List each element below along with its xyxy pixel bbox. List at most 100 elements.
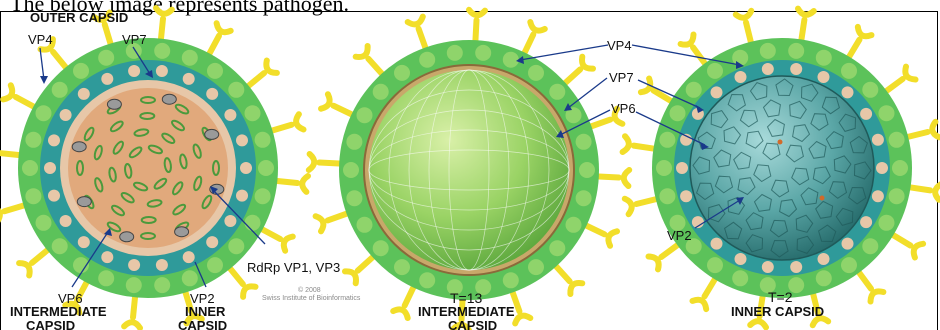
vp7-knob [732, 270, 748, 286]
vp4-spike [469, 10, 485, 45]
vp6-sphere [369, 70, 569, 270]
vp4-spike [625, 198, 661, 214]
credit-year: © 2008 [298, 286, 321, 294]
vp6-knob [790, 63, 802, 75]
vp7-knob [816, 270, 832, 286]
vp7-knob [879, 105, 895, 121]
vp4-spike [393, 283, 415, 318]
vp6-knob [101, 73, 113, 85]
label-vp7-p2: VP7 [609, 70, 634, 85]
vp6-knob [735, 253, 747, 265]
vp7-knob [475, 45, 491, 61]
vp4-spike [309, 154, 344, 170]
label-vp7-p1: VP7 [122, 32, 147, 47]
vp4-spike [156, 8, 172, 44]
vp4-spike [553, 263, 582, 294]
vp7-knob [889, 132, 905, 148]
vp4-spike [356, 46, 385, 77]
vp6-knob [676, 162, 688, 174]
vp6-knob [860, 216, 872, 228]
rdrp-complex [205, 129, 219, 139]
vp7-knob [419, 52, 435, 68]
vp7-knob [576, 190, 592, 206]
vp4-spike [321, 94, 356, 116]
vp7-knob [862, 82, 878, 98]
vp4-spike [562, 57, 593, 86]
vp6-knob [48, 134, 60, 146]
rdrp-complex [77, 197, 91, 207]
vp7-knob [373, 240, 389, 256]
vp7-knob [549, 84, 565, 100]
vp7-knob [419, 272, 435, 288]
vp7-knob [889, 188, 905, 204]
vp6-knob [183, 73, 195, 85]
label-inner-capsid-p3: INNER CAPSID [731, 304, 824, 319]
vp7-knob [255, 188, 271, 204]
vp7-knob [182, 50, 198, 66]
label-inner-capsid-p1: INNER [185, 304, 226, 319]
vp6-knob [236, 190, 248, 202]
arrowhead [40, 76, 48, 84]
vp7-knob [576, 134, 592, 150]
intermediate-capsid-virion [309, 10, 629, 330]
vp7-knob [656, 160, 672, 176]
vp4-spike [681, 35, 708, 68]
vp7-knob [245, 105, 261, 121]
vp6-knob [44, 162, 56, 174]
label-rdrp: RdRp VP1, VP3 [247, 260, 340, 275]
label-t2: T=2 [768, 289, 793, 305]
vp7-knob [659, 132, 675, 148]
vp4-spike [124, 292, 140, 328]
vp4-spike [245, 61, 277, 89]
vp6-knob [711, 86, 723, 98]
core [68, 88, 228, 248]
vp7-knob [346, 190, 362, 206]
vp7-knob [73, 63, 89, 79]
vp6-knob [60, 109, 72, 121]
label-intermediate-capsid-p1: INTERMEDIATE [10, 304, 107, 319]
vp7-knob [686, 82, 702, 98]
vp7-knob [228, 82, 244, 98]
vp7-knob [528, 259, 544, 275]
vp6-knob [224, 215, 236, 227]
vp4-spike [316, 212, 352, 231]
vp7-knob [549, 240, 565, 256]
vp6-knob [872, 190, 884, 202]
vp7-knob [52, 238, 68, 254]
arrow-vp4-p1 [40, 48, 44, 80]
vp4-spike [693, 275, 718, 309]
vp7-knob [816, 50, 832, 66]
vp7-knob [503, 52, 519, 68]
vp7-knob [707, 63, 723, 79]
vp6-knob [128, 259, 140, 271]
label-intermediate-capsid-p1-line2: CAPSID [26, 318, 75, 330]
label-vp6-p2: VP6 [611, 101, 636, 116]
vp6-knob [240, 162, 252, 174]
vp4-spike [3, 85, 38, 109]
label-inner-capsid-p1-line2: CAPSID [178, 318, 227, 330]
vp6-knob [790, 261, 802, 273]
vp7-knob [357, 107, 373, 123]
rdrp-complex [107, 99, 121, 109]
vp4-spike [345, 254, 376, 283]
vp6-knob [206, 88, 218, 100]
vp6-knob [60, 215, 72, 227]
vp7-knob [862, 238, 878, 254]
vp6-knob [762, 261, 774, 273]
vp6-knob [183, 251, 195, 263]
vp4-spike [883, 67, 916, 94]
credit-org: Swiss Institute of Bioinformatics [262, 295, 361, 302]
vp7-knob [892, 160, 908, 176]
vp7-knob [528, 65, 544, 81]
vp4-spike [798, 9, 814, 45]
vp4-spike [523, 22, 545, 57]
vp4-spike [906, 184, 940, 200]
vp4-spike [408, 17, 427, 53]
vp7-knob [36, 215, 52, 231]
vp7-knob [503, 272, 519, 288]
vp7-knob [788, 43, 804, 59]
vertex-dot [778, 140, 783, 145]
vp4-spike [903, 122, 939, 138]
vp7-knob [670, 105, 686, 121]
